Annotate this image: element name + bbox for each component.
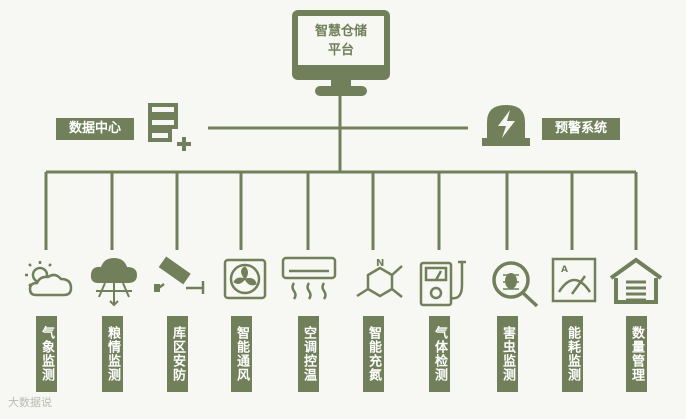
monitor-icon <box>292 10 390 96</box>
data-center-label: 数据中心 <box>56 118 134 140</box>
gas-meter-icon <box>419 260 466 307</box>
platform-title: 智慧仓储 平台 <box>300 22 382 60</box>
alarm-lightning-icon <box>482 105 530 146</box>
energy-meter-icon: A <box>551 257 597 303</box>
platform-title-line1: 智慧仓储 <box>314 24 367 39</box>
cloud-network-icon <box>90 258 137 307</box>
module-label: 气象监测 <box>36 316 57 392</box>
module-label: 智能通风 <box>231 316 252 392</box>
fan-icon <box>223 258 267 300</box>
module-label: 粮情监测 <box>102 316 123 392</box>
module-label: 智能充氮 <box>363 316 384 392</box>
platform-title-line2: 平台 <box>327 43 354 58</box>
module-label: 数量管理 <box>626 316 647 392</box>
module-drop-lines <box>44 172 638 250</box>
svg-text:A: A <box>561 265 568 275</box>
security-camera-icon <box>154 256 205 294</box>
module-label: 害虫监测 <box>497 316 518 392</box>
pest-magnifier-icon <box>492 261 539 308</box>
server-plus-icon <box>148 103 191 151</box>
connector-lines <box>46 93 636 174</box>
air-conditioner-icon <box>281 256 337 300</box>
alert-system-label: 预警系统 <box>542 118 620 140</box>
warehouse-icon <box>609 257 663 304</box>
module-label: 空调控温 <box>298 316 319 392</box>
module-label: 库区安防 <box>167 316 188 392</box>
module-label: 能耗监测 <box>562 316 583 392</box>
watermark: 大数据说 <box>8 396 52 409</box>
module-label: 气体检测 <box>429 316 450 392</box>
nitrogen-molecule-icon: N <box>356 258 403 298</box>
weather-icon <box>25 261 73 297</box>
svg-text:N: N <box>376 258 384 269</box>
